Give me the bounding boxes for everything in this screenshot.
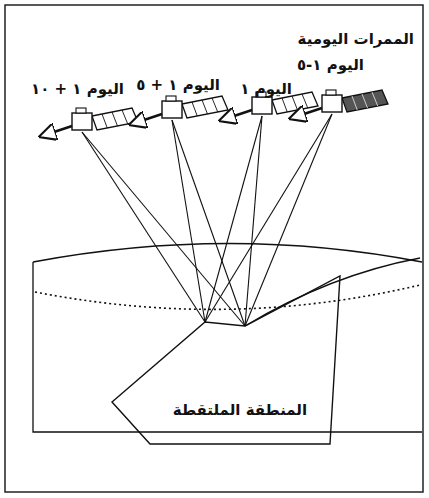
view-line [245,116,262,326]
view-line [172,120,245,326]
captured-area: المنطقة الملتقطة [105,255,425,450]
area-label: المنطقة الملتقطة [173,401,307,419]
frame [5,5,423,492]
pass-label: اليوم ١ [240,80,292,98]
pass-label: اليوم ١-٥ [297,56,364,74]
view-line [245,114,332,326]
satellite [132,96,228,124]
area-outline [105,255,425,450]
pass-label: اليوم ١ + ١٠ [31,80,124,98]
view-line [172,120,205,322]
pass-label: اليوم ١ + ٥ [136,76,220,94]
diagram-title: الممرات اليومية [298,30,414,48]
earth-edge [33,262,422,432]
satellite [292,90,388,118]
earth-horizon [33,244,422,263]
swath-line [245,258,420,326]
satellite [42,108,138,136]
